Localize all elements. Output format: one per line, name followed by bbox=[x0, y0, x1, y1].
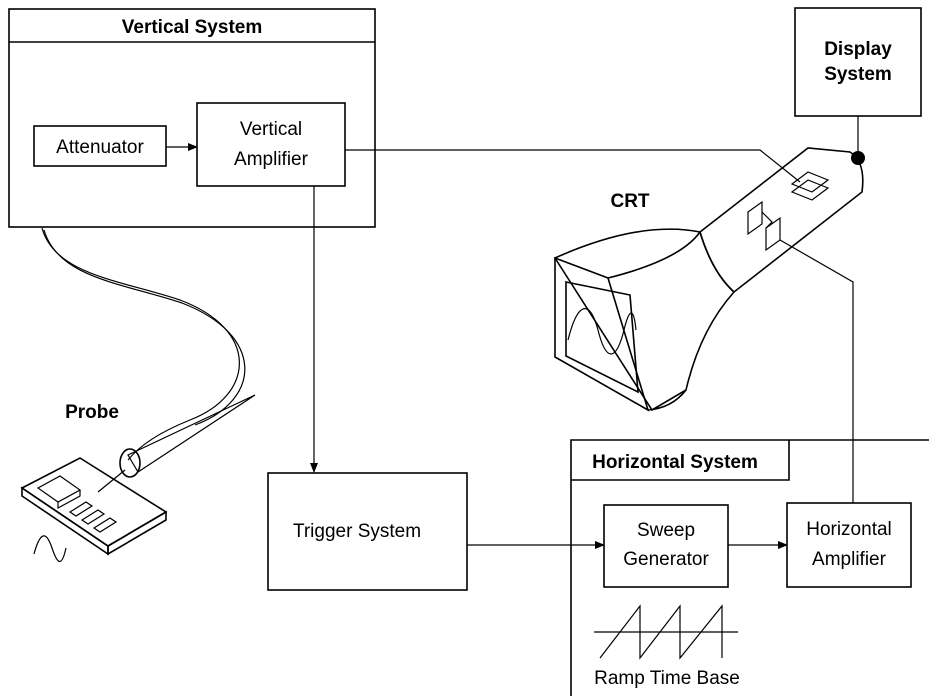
sweep-generator-box bbox=[603, 504, 729, 588]
horizontal-deflection-plate-left bbox=[747, 200, 763, 236]
vertical-amplifier-box bbox=[196, 102, 346, 187]
probe-ring bbox=[119, 448, 141, 478]
horizontal-amplifier-block: Horizontal Amplifier bbox=[786, 502, 912, 588]
probe-label: Probe bbox=[65, 402, 119, 423]
horizontal-system-title: Horizontal System bbox=[592, 452, 758, 473]
circuit-component-3 bbox=[92, 517, 118, 533]
trigger-system-block: Trigger System bbox=[267, 472, 468, 591]
vertical-system-title: Vertical System bbox=[122, 17, 262, 38]
sweep-generator-label-line2: Generator bbox=[623, 549, 709, 570]
probe-cable-shadow bbox=[43, 229, 246, 426]
probe-tip bbox=[97, 469, 126, 493]
deflection-plate-connector bbox=[761, 211, 773, 229]
vertical-amplifier-block: Vertical Amplifier bbox=[196, 102, 346, 187]
crt-bottom-edge bbox=[647, 389, 687, 411]
probe-waveform bbox=[33, 535, 67, 563]
ramp-waveform bbox=[594, 604, 738, 660]
ramp-time-base-label: Ramp Time Base bbox=[594, 668, 740, 689]
crt-label: CRT bbox=[610, 191, 649, 212]
horizontal-amplifier-box bbox=[786, 502, 912, 588]
crt-neck bbox=[699, 147, 864, 294]
vertical-signal-line bbox=[345, 149, 801, 183]
trigger-system-box bbox=[267, 472, 468, 591]
sweep-generator-block: Sweep Generator bbox=[603, 504, 729, 588]
display-system-box bbox=[794, 7, 922, 117]
horizontal-system-title-box bbox=[571, 440, 790, 481]
horizontal-amplifier-label-line2: Amplifier bbox=[812, 549, 887, 570]
display-system-label-line2: System bbox=[824, 64, 892, 85]
probe-assembly bbox=[20, 227, 256, 563]
sweep-generator-label-line1: Sweep bbox=[637, 520, 695, 541]
display-system-label-line1: Display bbox=[824, 39, 892, 60]
crt-screen bbox=[565, 281, 639, 394]
circuit-chip-side bbox=[57, 490, 81, 510]
vertical-amplifier-label-line2: Amplifier bbox=[234, 149, 309, 170]
horizontal-system-panel: Horizontal System Sweep Generator Horizo… bbox=[570, 439, 929, 696]
crt-tube bbox=[553, 147, 864, 412]
circuit-chip bbox=[36, 475, 82, 503]
probe-cable bbox=[41, 227, 240, 461]
circuit-board-side bbox=[107, 510, 167, 556]
crt-funnel bbox=[553, 228, 736, 412]
vertical-deflection-plate-bottom bbox=[790, 179, 830, 201]
horizontal-amplifier-label-line1: Horizontal bbox=[806, 519, 892, 540]
vertical-amplifier-label-line1: Vertical bbox=[240, 119, 302, 140]
crt-waveform bbox=[567, 308, 637, 355]
horizontal-deflection-plate-right bbox=[765, 216, 781, 252]
vertical-system-panel: Vertical System Attenuator Vertical Ampl… bbox=[8, 8, 376, 228]
attenuator-label: Attenuator bbox=[56, 137, 144, 158]
vertical-deflection-plate-top bbox=[790, 171, 830, 193]
crt-top-edge bbox=[607, 231, 701, 279]
horizontal-signal-line bbox=[779, 239, 854, 503]
probe-body bbox=[127, 394, 256, 473]
attenuator-block: Attenuator bbox=[33, 125, 167, 167]
attenuator-box bbox=[33, 125, 167, 167]
circuit-component-1 bbox=[68, 501, 94, 517]
display-system-block: Display System bbox=[794, 7, 922, 117]
trigger-system-label: Trigger System bbox=[293, 521, 421, 542]
ramp-sawtooth bbox=[599, 604, 723, 660]
crt-connector-dot bbox=[851, 151, 865, 165]
circuit-component-2 bbox=[80, 509, 106, 525]
horizontal-system-frame bbox=[570, 439, 929, 696]
